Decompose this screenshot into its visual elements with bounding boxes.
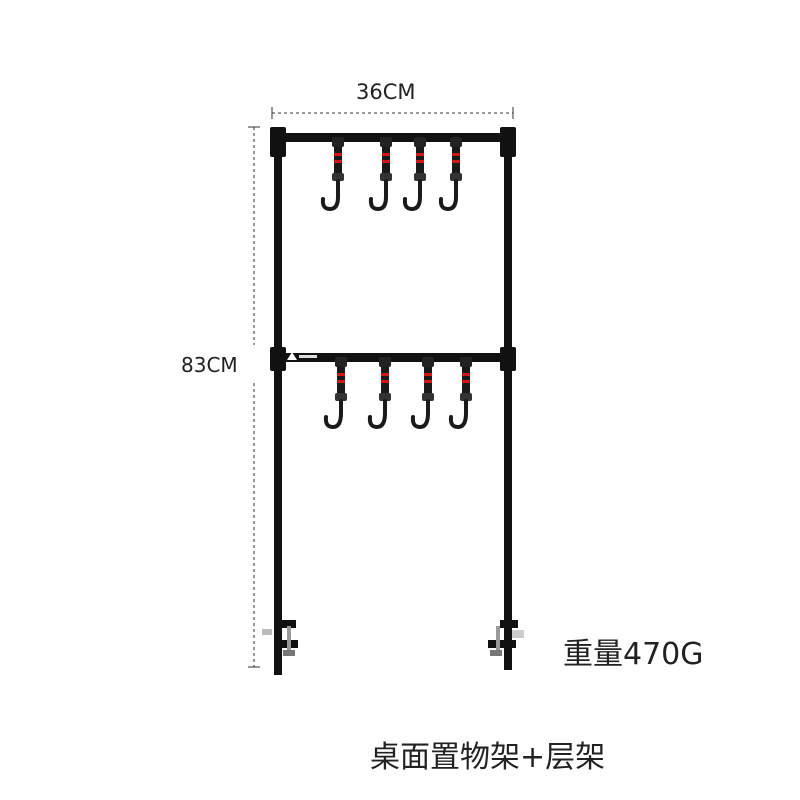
hook [448,357,472,430]
weight-label: 重量470G [563,637,704,672]
top-hook-row [320,137,462,212]
product-caption: 桌面置物架+层架 [370,740,606,775]
hook [367,357,391,430]
width-label: 36CM [356,80,416,104]
height-label: 83CM [181,353,238,377]
right-clamp [488,620,524,670]
width-dimension-line [271,107,514,119]
hook [438,137,462,212]
hook [410,357,434,430]
hook [368,137,392,212]
brand-logo [287,352,317,360]
bottom-hook-row [323,357,472,430]
hook [320,137,344,212]
hook [323,357,347,430]
hook [402,137,426,212]
left-clamp [262,620,298,656]
rack-frame [270,127,516,675]
height-dimension-line [248,126,260,668]
